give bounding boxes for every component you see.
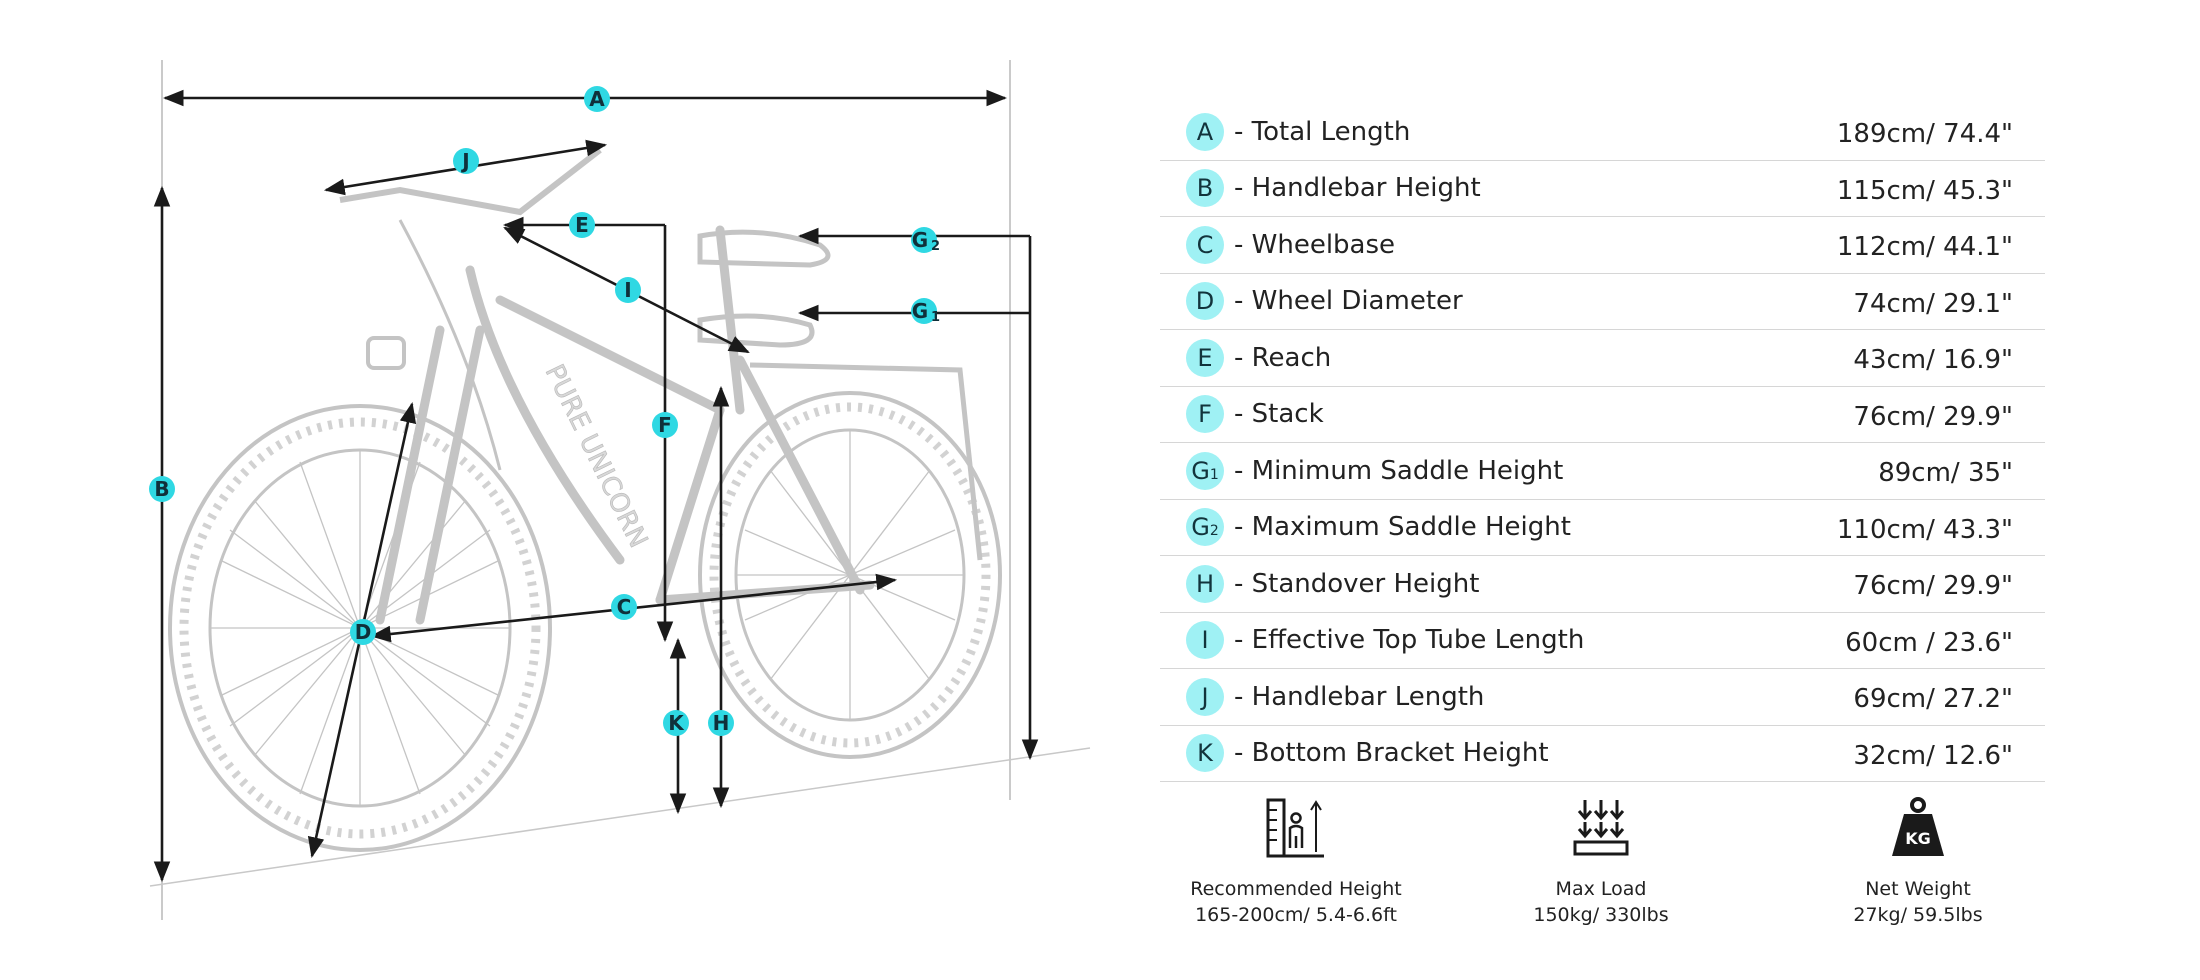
spec-value: 89cm/ 35" bbox=[1878, 458, 2013, 488]
feature-title: Max Load bbox=[1555, 878, 1647, 900]
load-icon bbox=[1461, 792, 1741, 864]
spec-value: 112cm/ 44.1" bbox=[1836, 232, 2013, 262]
spec-label: - Wheelbase bbox=[1234, 229, 1396, 260]
svg-text:B: B bbox=[154, 477, 169, 501]
spec-row-bottom-bracket-height: K - Bottom Bracket Height 32cm/ 12.6" bbox=[1160, 726, 2045, 782]
spec-row-top-tube-length: I - Effective Top Tube Length 60cm / 23.… bbox=[1160, 613, 2045, 669]
feature-value: 165-200cm/ 5.4-6.6ft bbox=[1195, 904, 1397, 926]
spec-value: 60cm / 23.6" bbox=[1845, 627, 2013, 658]
feature-title: Net Weight bbox=[1865, 878, 1971, 900]
feature-max-load: Max Load 150kg/ 330lbs bbox=[1461, 792, 1741, 928]
feature-value: 150kg/ 330lbs bbox=[1533, 904, 1669, 926]
marker-h: H bbox=[708, 710, 734, 736]
spec-badge: C bbox=[1186, 225, 1224, 264]
svg-text:G: G bbox=[912, 228, 928, 252]
svg-text:D: D bbox=[355, 620, 372, 644]
svg-text:I: I bbox=[624, 278, 631, 302]
svg-text:1: 1 bbox=[931, 310, 940, 325]
spec-row-stack: F - Stack 76cm/ 29.9" bbox=[1160, 387, 2045, 443]
spec-label: - Handlebar Height bbox=[1234, 173, 1481, 204]
spec-label: - Total Length bbox=[1234, 116, 1411, 147]
spec-label: - Handlebar Length bbox=[1234, 681, 1485, 712]
feature-net-weight: KG Net Weight 27kg/ 59.5lbs bbox=[1778, 792, 2058, 928]
svg-text:A: A bbox=[589, 87, 605, 111]
spec-badge: B bbox=[1186, 169, 1224, 208]
marker-j: J bbox=[453, 148, 479, 174]
marker-b: B bbox=[149, 476, 175, 502]
spec-value: 76cm/ 29.9" bbox=[1853, 571, 2013, 601]
spec-label: - Wheel Diameter bbox=[1234, 286, 1463, 317]
spec-row-reach: E - Reach 43cm/ 16.9" bbox=[1160, 330, 2045, 387]
spec-row-handlebar-height: B - Handlebar Height 115cm/ 45.3" bbox=[1160, 161, 2045, 217]
marker-e: E bbox=[569, 212, 595, 238]
marker-f: F bbox=[652, 412, 678, 438]
height-chart-icon bbox=[1156, 792, 1436, 864]
spec-badge: H bbox=[1186, 564, 1224, 603]
marker-k: K bbox=[663, 710, 689, 736]
spec-row-total-length: A - Total Length 189cm/ 74.4" bbox=[1160, 104, 2045, 161]
spec-value: 110cm/ 43.3" bbox=[1836, 514, 2013, 545]
spec-label: - Bottom Bracket Height bbox=[1234, 738, 1549, 769]
spec-label: - Maximum Saddle Height bbox=[1234, 512, 1571, 543]
spec-table: A - Total Length 189cm/ 74.4" B - Handle… bbox=[1160, 104, 2045, 782]
bike-sketch: PURE UNICORN bbox=[168, 147, 1002, 852]
spec-value: 32cm/ 12.6" bbox=[1853, 740, 2013, 771]
feature-value: 27kg/ 59.5lbs bbox=[1853, 904, 1983, 926]
marker-c: C bbox=[611, 594, 637, 620]
spec-badge: K bbox=[1186, 734, 1224, 773]
spec-badge: E bbox=[1186, 338, 1224, 377]
svg-text:E: E bbox=[575, 213, 589, 237]
svg-text:C: C bbox=[617, 595, 632, 619]
spec-value: 43cm/ 16.9" bbox=[1853, 345, 2013, 375]
spec-row-wheel-diameter: D - Wheel Diameter 74cm/ 29.1" bbox=[1160, 274, 2045, 330]
spec-label: - Minimum Saddle Height bbox=[1234, 455, 1564, 486]
spec-row-standover-height: H - Standover Height 76cm/ 29.9" bbox=[1160, 556, 2045, 613]
spec-label: - Effective Top Tube Length bbox=[1234, 625, 1585, 656]
spec-label: - Standover Height bbox=[1234, 568, 1480, 599]
svg-text:2: 2 bbox=[931, 239, 940, 254]
spec-value: 76cm/ 29.9" bbox=[1853, 401, 2013, 432]
spec-badge: J bbox=[1186, 677, 1224, 716]
feature-title: Recommended Height bbox=[1190, 878, 1402, 900]
svg-text:J: J bbox=[460, 149, 469, 173]
spec-value: 74cm/ 29.1" bbox=[1853, 288, 2013, 319]
spec-badge: I bbox=[1186, 621, 1224, 660]
spec-row-handlebar-length: J - Handlebar Length 69cm/ 27.2" bbox=[1160, 669, 2045, 726]
svg-text:H: H bbox=[713, 711, 730, 735]
spec-label: - Stack bbox=[1234, 399, 1324, 430]
svg-text:G: G bbox=[912, 299, 928, 323]
spec-value: 189cm/ 74.4" bbox=[1836, 119, 2013, 149]
marker-a: A bbox=[584, 86, 610, 112]
spec-row-wheelbase: C - Wheelbase 112cm/ 44.1" bbox=[1160, 217, 2045, 274]
marker-i: I bbox=[615, 277, 641, 303]
spec-value: 115cm/ 45.3" bbox=[1836, 175, 2013, 206]
spec-badge: D bbox=[1186, 282, 1224, 321]
svg-text:KG: KG bbox=[1905, 829, 1931, 848]
spec-value: 69cm/ 27.2" bbox=[1853, 684, 2013, 714]
marker-d: D bbox=[350, 619, 376, 645]
spec-badge: A bbox=[1186, 112, 1224, 151]
svg-text:K: K bbox=[668, 711, 685, 735]
spec-label: - Reach bbox=[1234, 342, 1332, 373]
weight-kg-icon: KG bbox=[1778, 792, 2058, 864]
spec-badge: F bbox=[1186, 395, 1224, 434]
svg-text:F: F bbox=[658, 413, 672, 437]
feature-recommended-height: Recommended Height 165-200cm/ 5.4-6.6ft bbox=[1156, 792, 1436, 928]
